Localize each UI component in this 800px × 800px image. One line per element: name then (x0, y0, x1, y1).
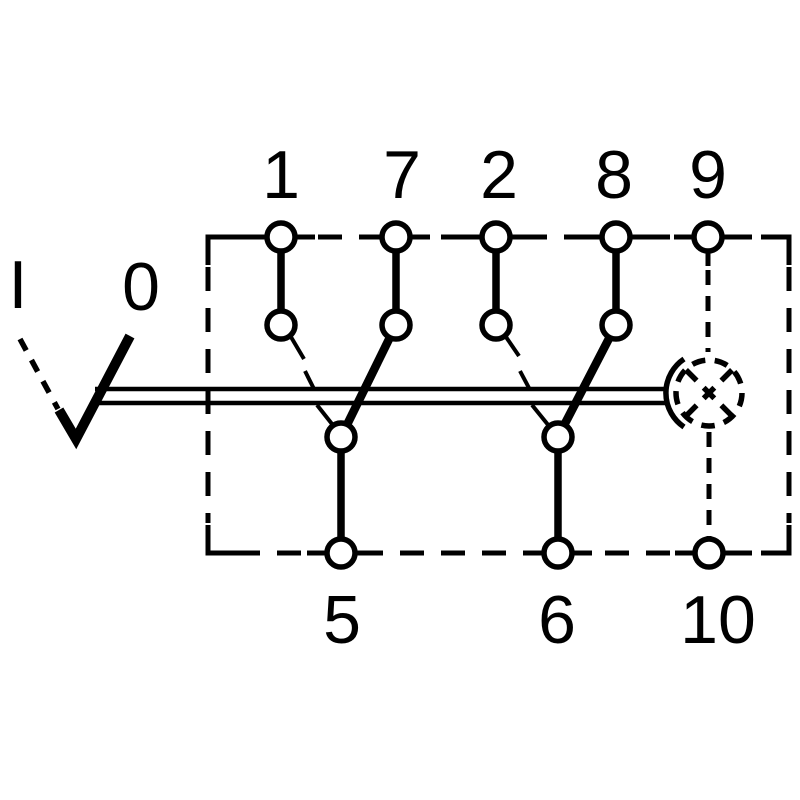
contact-6-circle (541, 420, 575, 454)
terminal-1-circle (264, 220, 298, 254)
terminal-6-circle (541, 536, 575, 570)
open-contact-ghosts (289, 335, 551, 428)
contact-7-circle (379, 308, 413, 342)
label-terminal-8: 8 (595, 137, 633, 213)
contact-8-circle (599, 308, 633, 342)
contact-1-circle (264, 308, 298, 342)
lever-position-1-ghost (17, 337, 61, 411)
switch-lever (17, 333, 135, 450)
ghost-contact-2-6-b (518, 370, 531, 389)
contact-bridge-7-5 (337, 323, 400, 439)
labels: 1 7 2 8 9 5 6 10 I 0 (9, 137, 756, 658)
enclosure-corner-bottom-left (205, 525, 236, 556)
label-terminal-7: 7 (383, 137, 421, 213)
label-terminal-1: 1 (262, 137, 300, 213)
label-terminal-6: 6 (538, 582, 576, 658)
label-terminal-5: 5 (323, 582, 361, 658)
contact-2-circle (479, 308, 513, 342)
lamp-coupling-arc (663, 356, 686, 430)
ghost-contact-2-6-c (530, 403, 551, 428)
terminal-5-circle (324, 536, 358, 570)
label-position-on: I (9, 247, 28, 323)
ghost-contact-2-6-a (504, 335, 521, 358)
terminal-7-circle (379, 220, 413, 254)
actuator-bar (94, 386, 666, 406)
enclosure-corner-top-right (761, 234, 792, 265)
label-terminal-2: 2 (480, 137, 518, 213)
lamp-icon (663, 356, 745, 430)
ghost-contact-1-5-b (303, 370, 316, 390)
contact-5-circle (324, 420, 358, 454)
terminal-2-circle (479, 220, 513, 254)
ghost-contact-1-5-c (315, 403, 334, 426)
lamp-cross-diagonal-2 (684, 368, 734, 418)
terminal-stems (277, 244, 620, 546)
enclosure-corner-bottom-right (761, 525, 792, 556)
terminal-8-circle (599, 220, 633, 254)
lever-position-0 (54, 333, 135, 450)
label-position-off: 0 (122, 249, 160, 325)
contact-bridge-8-6 (554, 323, 620, 439)
terminal-10-circle (692, 536, 726, 570)
terminal-circles (264, 220, 726, 570)
ghost-contact-1-5-a (289, 335, 306, 361)
label-terminal-10: 10 (680, 582, 756, 658)
terminal-9-circle (691, 220, 725, 254)
enclosure-corner-top-left (205, 234, 236, 265)
label-terminal-9: 9 (689, 137, 727, 213)
closed-contacts (337, 323, 620, 439)
